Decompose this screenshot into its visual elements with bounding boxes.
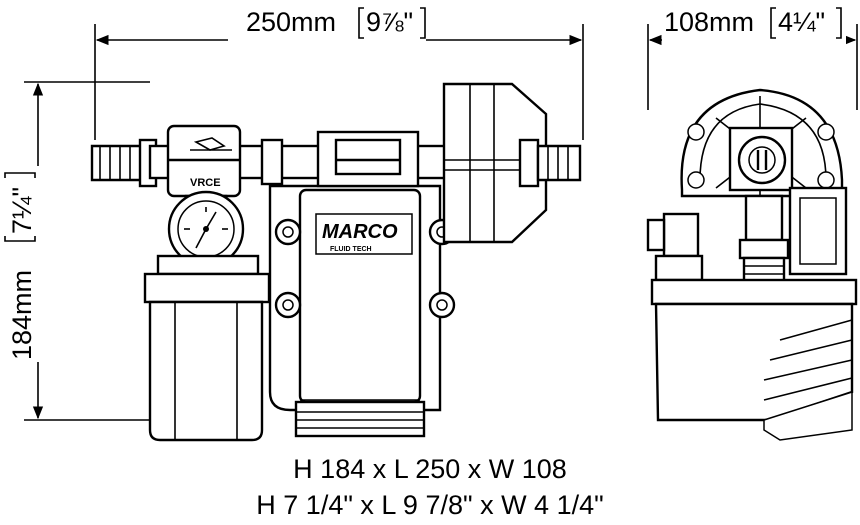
length-dimension: 250mm 9⅞"	[94, 7, 584, 140]
side-valve	[646, 212, 704, 282]
pump-front-view: VRCE MARCO FLUID TECH	[90, 82, 582, 442]
width-dimension: 108mm 4¼"	[647, 7, 858, 110]
outlet-hose-barb	[518, 138, 582, 188]
brand-sub-logo: FLUID TECH	[330, 246, 372, 253]
width-metric-label: 108mm	[664, 7, 754, 37]
side-fitting	[738, 194, 790, 290]
pump-side-view	[646, 88, 858, 441]
dimensions-caption-metric: H 184 x L 250 x W 108	[293, 454, 567, 484]
height-metric-label: 184mm	[7, 270, 37, 360]
mounting-screws	[274, 218, 456, 319]
height-imperial-label: 7¼"	[7, 187, 37, 234]
strainer-valve: VRCE	[166, 124, 242, 198]
motor-top-cap	[316, 130, 420, 188]
length-metric-label: 250mm	[246, 7, 336, 37]
pressure-gauge	[167, 190, 245, 268]
pump-head	[442, 82, 548, 244]
length-imperial-label: 9⅞"	[366, 7, 413, 37]
brand-logo: MARCO	[322, 221, 398, 243]
side-base	[650, 278, 858, 441]
inlet-hose-barb	[90, 138, 158, 188]
motor-body: MARCO FLUID TECH	[268, 184, 442, 438]
side-terminal-box	[788, 186, 848, 276]
dimensions-caption-imperial: H 7 1/4" x L 9 7/8" x W 4 1/4"	[256, 490, 604, 520]
height-dimension: 184mm 7¼"	[4, 81, 150, 421]
width-imperial-label: 4¼"	[778, 7, 825, 37]
accumulator-tank	[143, 254, 271, 442]
valve-marking: VRCE	[190, 177, 221, 189]
side-pump-head	[680, 88, 844, 198]
